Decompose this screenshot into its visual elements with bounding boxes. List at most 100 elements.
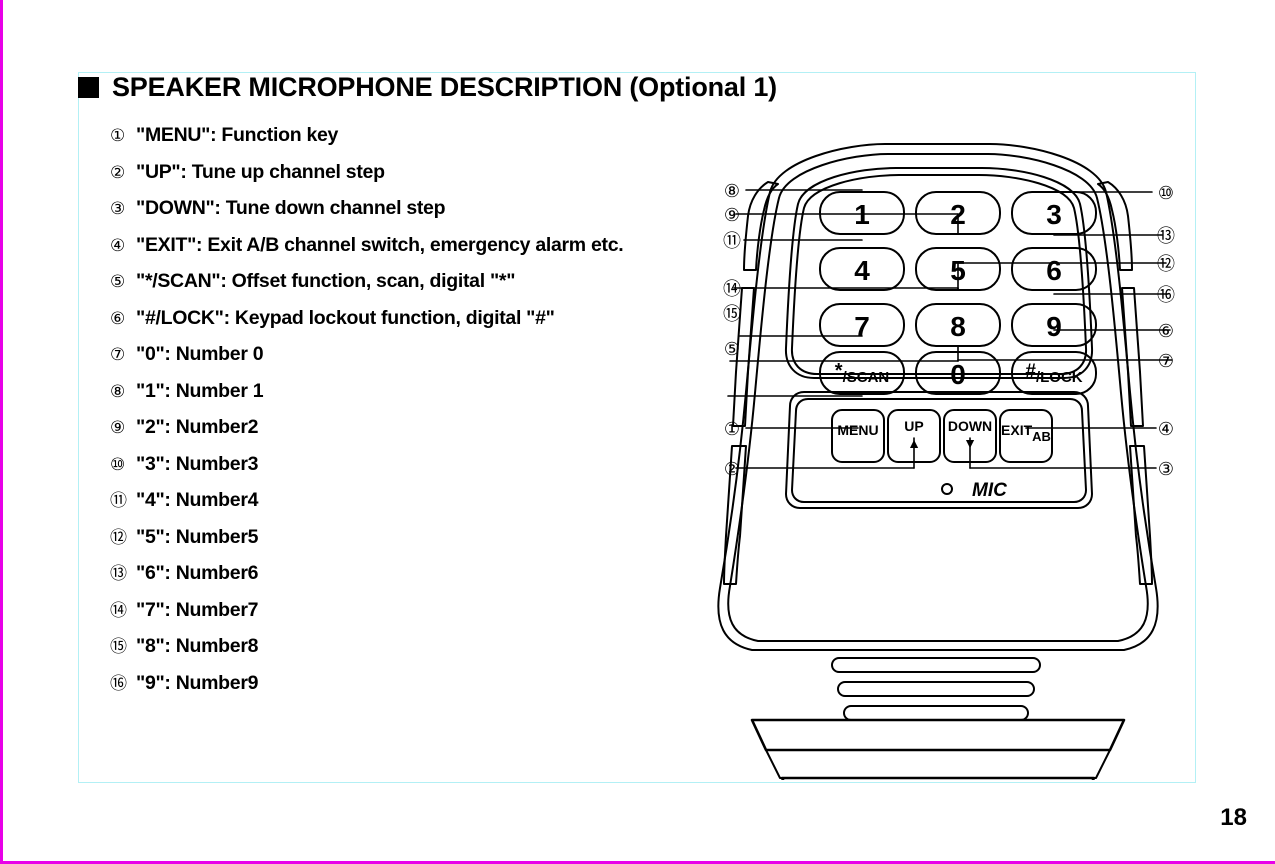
callout-leader-lines-function: [735, 427, 1157, 469]
list-item: ⑥ "#/LOCK": Keypad lockout function, dig…: [110, 307, 710, 344]
list-item-number: ④: [110, 235, 126, 255]
list-item-number: ⑥: [110, 308, 126, 328]
list-item-text: "4": Number4: [136, 489, 259, 511]
list-item-text: "#/LOCK": Keypad lockout function, digit…: [136, 306, 555, 329]
list-item-text: "8": Number8: [136, 635, 259, 657]
list-item: ⑧ "1": Number 1: [110, 380, 710, 417]
key-label-6: 6: [1046, 255, 1062, 286]
callout-bottom-right: ④: [1158, 419, 1174, 440]
list-item-text: "3": Number3: [136, 452, 259, 475]
keypad-panel-inner: [790, 174, 1088, 375]
list-item: ⑪ "4": Number4: [110, 489, 710, 526]
list-item-number: ⑦: [110, 345, 126, 364]
key-label-4: 4: [854, 255, 870, 286]
key-9: [1011, 303, 1097, 347]
list-item-number: ⑭: [110, 600, 127, 620]
button-label-exit-ab: EXITAB: [1001, 422, 1051, 444]
content-box: [78, 72, 1196, 783]
button-arrow-up-icon: ▲: [907, 435, 921, 451]
callout-left: ⑧: [724, 181, 740, 202]
list-item: ⑮ "8": Number8: [110, 635, 710, 672]
callout-left: ⑪: [723, 231, 741, 252]
callout-bottom-left: ②: [724, 459, 740, 480]
list-item-number: ⑤: [110, 272, 126, 291]
list-item: ⑯ "9": Number9: [110, 672, 710, 709]
key-label-0: 0: [950, 359, 966, 390]
callout-left: ⑨: [724, 205, 740, 226]
list-item-number: ③: [110, 199, 126, 218]
callout-right: ⑯: [1157, 285, 1175, 306]
list-item-number: ⑯: [110, 673, 127, 693]
description-list: ① "MENU": Function key ② "UP": Tune up c…: [110, 124, 710, 708]
list-item-number: ⑫: [110, 527, 127, 547]
list-item: ⑩ "3": Number3: [110, 453, 710, 490]
list-item-text: "UP": Tune up channel step: [136, 160, 385, 183]
list-item-number: ⑧: [110, 381, 126, 401]
list-item-number: ⑩: [110, 454, 126, 474]
list-item-number: ⑬: [110, 564, 127, 583]
callout-left: ⑮: [723, 304, 741, 325]
list-item-text: "0": Number 0: [136, 343, 264, 365]
page-title-text: SPEAKER MICROPHONE DESCRIPTION (Optional…: [112, 72, 777, 102]
callout-left: ⑭: [723, 279, 741, 300]
list-item-text: "MENU": Function key: [136, 124, 339, 146]
key-label-1: 1: [854, 199, 870, 230]
list-item-text: "5": Number5: [136, 525, 259, 548]
list-item: ③ "DOWN": Tune down channel step: [110, 197, 710, 234]
button-menu: [831, 409, 885, 463]
page-frame-bottom-edge: [0, 861, 1275, 864]
list-item-number: ⑮: [110, 637, 127, 656]
grille-slot: [843, 705, 1029, 721]
mic-pinhole-icon: [941, 483, 953, 495]
callout-left: ⑤: [724, 339, 740, 360]
mic-right-grip-upper: [1097, 181, 1133, 271]
list-item-text: "6": Number6: [136, 562, 259, 584]
list-item: ⑫ "5": Number5: [110, 526, 710, 563]
list-item-number: ②: [110, 162, 126, 182]
button-label-up: UP: [904, 418, 923, 434]
callout-right: ⑫: [1157, 254, 1175, 275]
square-bullet-icon: [78, 77, 99, 98]
key-label-9: 9: [1046, 311, 1062, 342]
list-item-number: ⑪: [110, 491, 127, 510]
callout-right: ⑥: [1158, 321, 1174, 342]
key-label-5: 5: [950, 255, 966, 286]
list-item-number: ①: [110, 126, 126, 145]
function-panel-inner: [791, 398, 1087, 503]
list-item-text: "1": Number 1: [136, 379, 264, 402]
mic-left-grip-upper: [743, 181, 779, 271]
mic-left-grip-lower: [723, 445, 747, 585]
list-item-text: "EXIT": Exit A/B channel switch, emergen…: [136, 233, 624, 256]
key-label-7: 7: [854, 311, 870, 342]
key-label-3: 3: [1046, 199, 1062, 230]
keypad-panel: [784, 167, 1094, 379]
list-item-text: "2": Number2: [136, 416, 259, 438]
list-item-text: "*/SCAN": Offset function, scan, digital…: [136, 270, 516, 292]
callout-leader-lines-right: [957, 191, 1173, 361]
callout-leader-lines-left: [727, 189, 959, 397]
list-item: ② "UP": Tune up channel step: [110, 161, 710, 198]
key-label-star-scan: */SCAN: [835, 360, 889, 386]
page-frame-left-edge: [0, 0, 3, 864]
keypad-buttons: [819, 191, 1097, 395]
grille-slot: [837, 681, 1035, 697]
button-label-menu: MENU: [837, 422, 878, 438]
list-item: ⑨ "2": Number2: [110, 416, 710, 453]
mic-outer-shell: [717, 143, 1159, 651]
list-item: ⑬ "6": Number6: [110, 562, 710, 599]
grille-slot: [831, 657, 1041, 673]
key-7: [819, 303, 905, 347]
button-exit-ab: [999, 409, 1053, 463]
list-item: ⑤ "*/SCAN": Offset function, scan, digit…: [110, 270, 710, 307]
neck-step-2: [765, 749, 1111, 779]
key-6: [1011, 247, 1097, 291]
button-arrow-down-icon: ▼: [963, 435, 977, 451]
key-star-scan: [819, 351, 905, 395]
key-label-8: 8: [950, 311, 966, 342]
list-item: ⑦ "0": Number 0: [110, 343, 710, 380]
key-hash-lock: [1011, 351, 1097, 395]
speaker-grille: [831, 657, 1041, 721]
neck-step-1: [750, 718, 1126, 752]
list-item-text: "7": Number7: [136, 598, 259, 621]
